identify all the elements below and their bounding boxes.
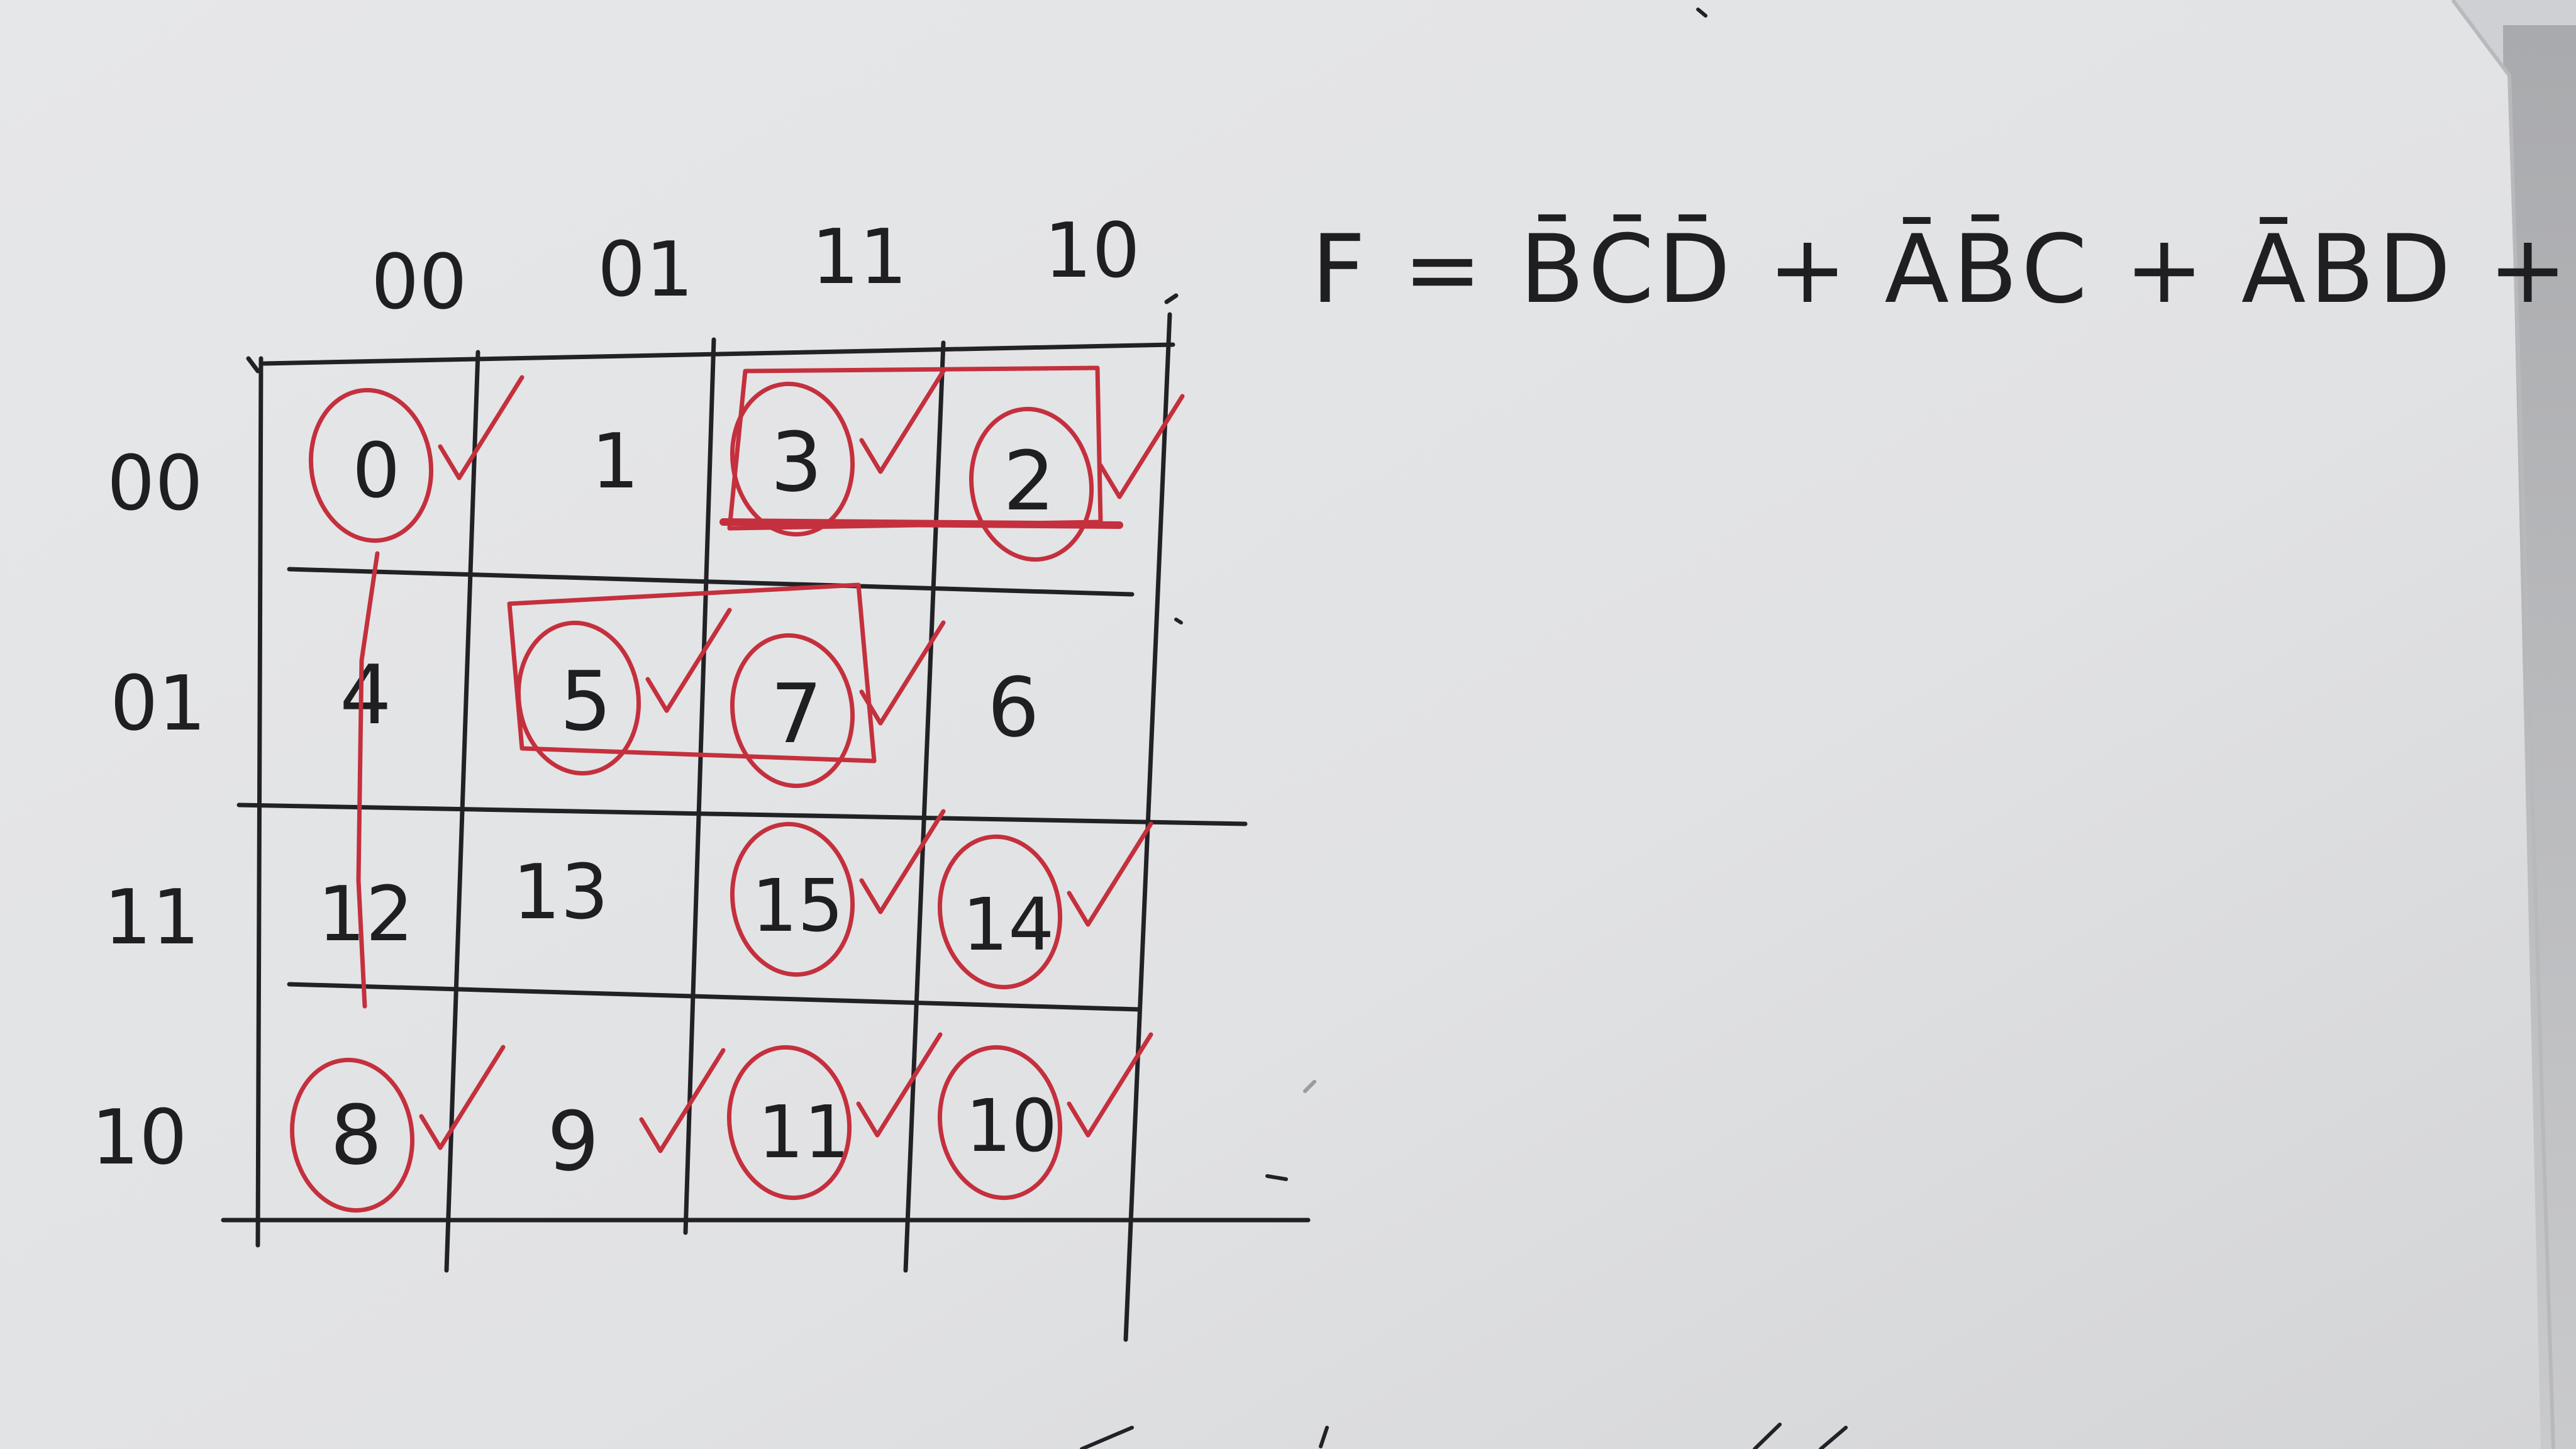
circle-mark bbox=[730, 821, 855, 977]
check-mark bbox=[1098, 394, 1185, 499]
row-header: 01 bbox=[110, 660, 206, 748]
row-header: 10 bbox=[91, 1094, 187, 1182]
cell-value: 8 bbox=[330, 1087, 382, 1183]
grid-line bbox=[287, 567, 1135, 597]
cell-value: 13 bbox=[513, 849, 609, 936]
paper-marks bbox=[1080, 8, 1848, 1449]
circle-mark bbox=[937, 1045, 1063, 1201]
cell-value: 0 bbox=[352, 428, 400, 515]
cell-value: 12 bbox=[318, 871, 414, 958]
group-wrap-line bbox=[356, 551, 380, 1009]
pen-dot bbox=[1696, 8, 1707, 18]
check-mark bbox=[856, 1032, 943, 1138]
column-headers: 00 01 11 10 bbox=[371, 208, 1140, 326]
circle-mark bbox=[937, 834, 1063, 990]
cell-value: 7 bbox=[770, 666, 823, 762]
column-header: 00 bbox=[371, 239, 467, 326]
pen-scratch bbox=[1303, 1080, 1316, 1093]
circle-mark bbox=[730, 633, 855, 789]
circle-mark bbox=[289, 1057, 415, 1213]
check-mark bbox=[1067, 821, 1153, 927]
pen-dash bbox=[1265, 1174, 1288, 1181]
check-mark bbox=[419, 1045, 506, 1150]
grid-line bbox=[287, 982, 1141, 1012]
column-header: 10 bbox=[1044, 208, 1140, 295]
column-header: 01 bbox=[597, 226, 694, 314]
grid-tick bbox=[246, 356, 260, 374]
check-mark bbox=[859, 369, 946, 474]
check-mark bbox=[438, 375, 525, 480]
row-header: 11 bbox=[104, 874, 200, 962]
cell-value: 15 bbox=[752, 864, 843, 948]
pen-dot bbox=[1174, 618, 1183, 625]
cell-value: 11 bbox=[758, 1091, 850, 1175]
group-loop-middle bbox=[507, 582, 877, 763]
cell-value: 10 bbox=[965, 1084, 1057, 1169]
cell-value: 6 bbox=[987, 660, 1040, 755]
grid-line bbox=[262, 342, 1175, 366]
check-mark bbox=[639, 1048, 726, 1153]
grid-line bbox=[903, 340, 946, 1273]
check-mark bbox=[1067, 1032, 1153, 1138]
check-mark bbox=[859, 809, 946, 914]
row-headers: 00 01 11 10 bbox=[91, 440, 206, 1182]
equation-block: F = B̄C̄D̄ + ĀB̄C + ĀBD + AC bbox=[1311, 214, 2576, 325]
grid-line bbox=[236, 802, 1248, 826]
paper-fold bbox=[2451, 0, 2555, 1449]
kmap-cells: 0 1 3 2 4 5 7 6 12 13 15 14 8 9 11 10 bbox=[318, 414, 1057, 1189]
group-underline bbox=[719, 518, 1123, 529]
cell-value: 1 bbox=[591, 418, 639, 506]
row-header: 00 bbox=[107, 440, 203, 528]
circle-mark bbox=[969, 406, 1094, 562]
kmap-grid bbox=[221, 293, 1311, 1342]
red-pen-annotations bbox=[289, 365, 1185, 1213]
boolean-equation: F = B̄C̄D̄ + ĀB̄C + ĀBD + AC bbox=[1311, 214, 2576, 325]
check-mark bbox=[645, 608, 732, 713]
cell-value: 5 bbox=[560, 653, 612, 749]
cell-value: 3 bbox=[770, 414, 823, 510]
bottom-writing-fragment bbox=[1080, 1423, 1848, 1449]
cell-value: 14 bbox=[962, 883, 1054, 967]
grid-tick bbox=[1164, 293, 1179, 304]
cell-value: 2 bbox=[1003, 433, 1055, 529]
cell-value: 9 bbox=[547, 1094, 599, 1189]
grid-line bbox=[255, 356, 264, 1248]
circle-mark bbox=[726, 1045, 852, 1201]
check-marks bbox=[419, 369, 1185, 1153]
circle-mark bbox=[308, 387, 434, 543]
circle-mark bbox=[730, 381, 855, 537]
grid-line bbox=[683, 337, 716, 1235]
cell-value: 4 bbox=[340, 647, 392, 743]
column-header: 11 bbox=[811, 214, 908, 301]
check-mark bbox=[859, 620, 946, 726]
